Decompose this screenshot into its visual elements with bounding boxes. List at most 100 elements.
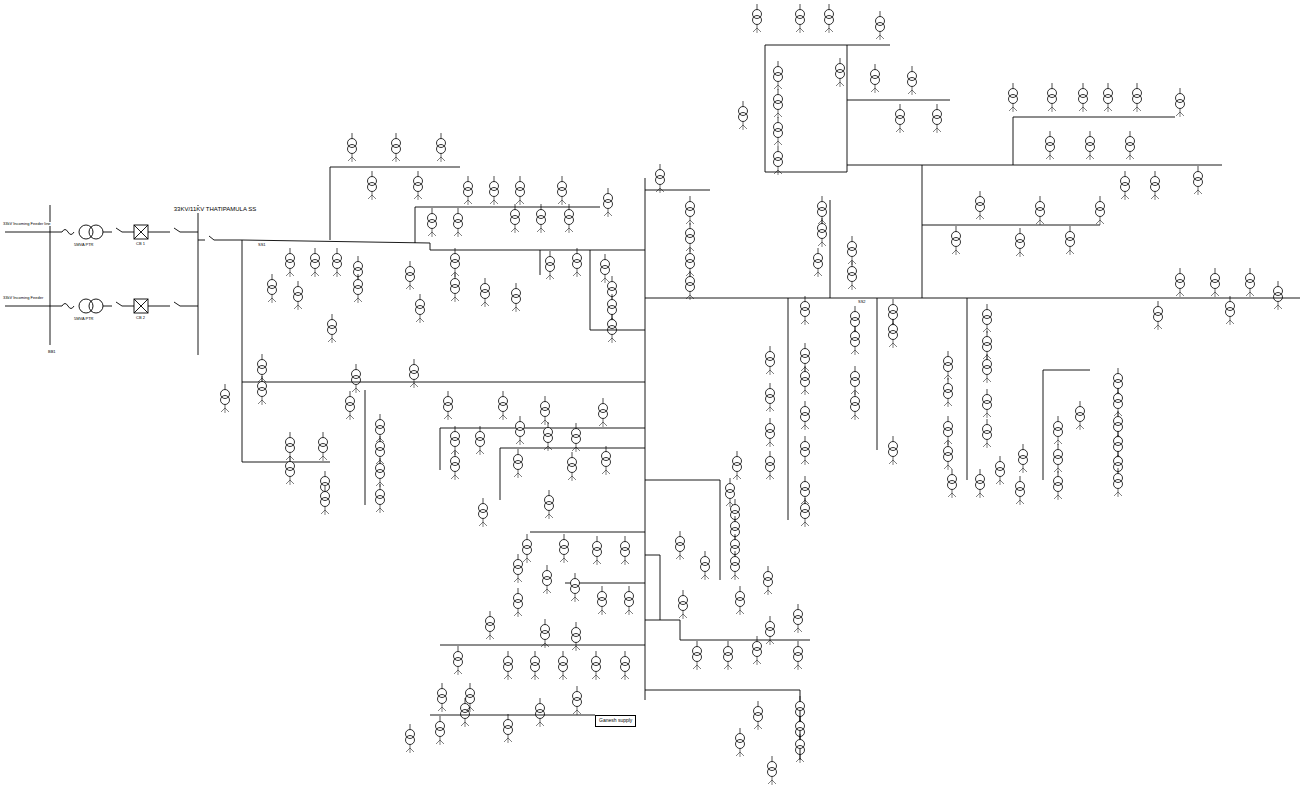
distribution-transformer xyxy=(1079,83,1088,112)
distribution-transformer xyxy=(531,651,540,680)
distribution-transformer xyxy=(774,89,783,118)
distribution-transformer xyxy=(686,271,695,300)
distribution-transformer xyxy=(1154,301,1163,330)
distribution-transformer xyxy=(541,396,550,425)
distribution-transformer xyxy=(410,359,419,388)
supply-box: Ganesh supply xyxy=(595,715,636,727)
distribution-transformer xyxy=(814,248,823,277)
distribution-transformer xyxy=(568,452,577,481)
feeder-label: 33kV Incoming Feeder xyxy=(3,296,43,300)
distribution-transformer xyxy=(376,484,385,513)
distribution-transformer xyxy=(328,314,337,343)
distribution-transformer xyxy=(1126,131,1135,160)
distribution-transformer xyxy=(572,423,581,452)
distribution-transformer xyxy=(352,364,361,393)
distribution-transformer xyxy=(416,294,425,323)
distribution-transformer xyxy=(545,490,554,519)
distribution-transformer xyxy=(294,281,303,310)
distribution-transformer xyxy=(514,554,523,583)
distribution-transformer xyxy=(801,401,810,430)
distribution-transformer xyxy=(392,133,401,162)
distribution-transformer xyxy=(686,196,695,225)
distribution-transformer xyxy=(406,261,415,290)
distribution-transformer xyxy=(766,346,775,375)
distribution-transformer xyxy=(944,351,953,380)
breaker-label: CB 1 xyxy=(136,242,145,246)
distribution-transformer xyxy=(976,191,985,220)
distribution-transformer xyxy=(1194,166,1203,195)
distribution-transformer xyxy=(516,176,525,205)
distribution-transformer xyxy=(731,551,740,580)
distribution-transformer xyxy=(1009,83,1018,112)
distribution-transformer xyxy=(571,573,580,602)
distribution-transformer xyxy=(724,641,733,670)
distribution-transformer xyxy=(944,441,953,470)
distribution-transformer xyxy=(774,117,783,146)
distribution-transformer xyxy=(573,248,582,277)
distribution-transformer xyxy=(896,104,905,133)
distribution-transformer xyxy=(1048,83,1057,112)
distribution-transformer xyxy=(319,432,328,461)
distribution-transformer xyxy=(516,416,525,445)
distribution-transformer xyxy=(514,449,523,478)
distribution-transformer xyxy=(1019,444,1028,473)
distribution-transformer xyxy=(851,366,860,395)
distribution-transformer xyxy=(996,456,1005,485)
distribution-transformer xyxy=(621,651,630,680)
distribution-transformer xyxy=(268,274,277,303)
distribution-transformer xyxy=(504,714,513,743)
distribution-transformer xyxy=(466,683,475,712)
distribution-transformer xyxy=(753,636,762,665)
distribution-transformer xyxy=(621,536,630,565)
distribution-transformer xyxy=(541,619,550,648)
distribution-transformer xyxy=(1104,83,1113,112)
distribution-transformer xyxy=(1246,268,1255,297)
distribution-transformer xyxy=(952,226,961,255)
distribution-transformer xyxy=(766,451,775,480)
distribution-transformer xyxy=(601,254,610,283)
distribution-transformer xyxy=(348,133,357,162)
distribution-transformer xyxy=(944,378,953,407)
distribution-transformer xyxy=(537,204,546,233)
distribution-transformer xyxy=(436,716,445,745)
distribution-transformer xyxy=(801,436,810,465)
distribution-transformer xyxy=(753,4,762,33)
distribution-transformer xyxy=(889,319,898,348)
distribution-transformer xyxy=(768,756,777,785)
distribution-transformer xyxy=(572,622,581,651)
distribution-transformer xyxy=(774,146,783,175)
distribution-transformer xyxy=(504,651,513,680)
substation-tag: SS2 xyxy=(858,300,866,304)
distribution-transformer xyxy=(454,646,463,675)
distribution-transformer xyxy=(573,686,582,715)
distribution-transformer xyxy=(848,236,857,265)
distribution-transformer xyxy=(1066,226,1075,255)
distribution-transformer xyxy=(544,422,553,451)
distribution-transformer xyxy=(794,604,803,633)
distribution-transformer xyxy=(851,326,860,355)
distribution-transformer xyxy=(1133,83,1142,112)
distribution-transformer xyxy=(1036,196,1045,225)
distribution-transformer xyxy=(514,588,523,617)
distribution-transformer xyxy=(1054,444,1063,473)
distribution-transformer xyxy=(944,416,953,445)
distribution-transformer xyxy=(1046,131,1055,160)
distribution-transformer xyxy=(818,218,827,247)
distribution-transformer xyxy=(438,683,447,712)
distribution-transformer xyxy=(604,188,613,217)
distribution-transformer xyxy=(490,176,499,205)
distribution-transformer xyxy=(221,384,230,413)
distribution-transformer xyxy=(406,724,415,753)
distribution-transformer xyxy=(1211,268,1220,297)
distribution-transformer xyxy=(679,590,688,619)
distribution-transformer xyxy=(546,251,555,280)
distribution-transformer xyxy=(764,566,773,595)
distribution-transformer xyxy=(889,436,898,465)
distribution-transformer xyxy=(1151,171,1160,200)
distribution-transformer xyxy=(511,204,520,233)
distribution-transformer xyxy=(801,366,810,395)
distribution-transformer xyxy=(1086,131,1095,160)
distribution-transformer xyxy=(558,176,567,205)
distribution-transformer xyxy=(1226,296,1235,325)
